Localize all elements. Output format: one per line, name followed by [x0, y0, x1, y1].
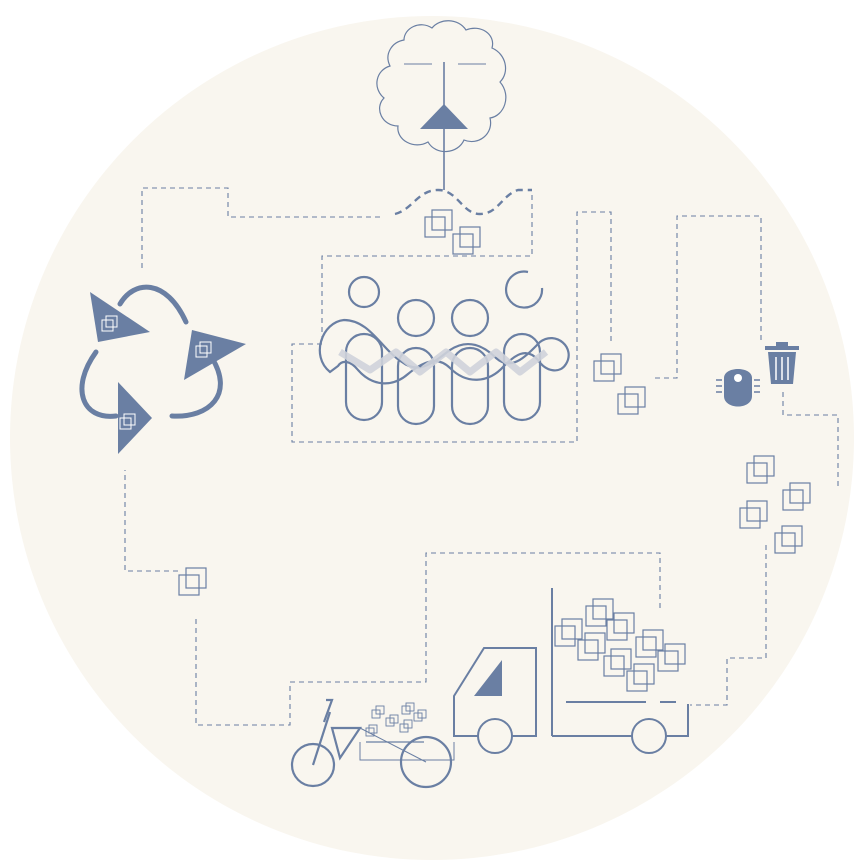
cloud-tree-icon	[376, 20, 507, 190]
dashed-connectors	[124, 187, 839, 726]
recycle-icon	[79, 284, 246, 454]
community-people-icon	[318, 270, 570, 426]
connector-trash-to-boxes	[782, 392, 839, 488]
trash-can-icon	[765, 342, 799, 384]
connector-bike-to-recycle	[124, 470, 178, 572]
connector-community-frame	[291, 211, 612, 443]
delivery-truck-icon	[453, 588, 689, 754]
background-disc	[10, 16, 854, 860]
connector-cloud-to-community	[321, 195, 533, 344]
connector-boxes-to-trash	[655, 215, 762, 379]
wave-connector	[394, 188, 532, 216]
sensor-icon	[716, 369, 760, 407]
connector-truck-to-bike	[195, 552, 661, 726]
cargo-bicycle-icon	[290, 698, 455, 789]
connector-recycle-to-cloud	[141, 187, 382, 268]
connector-boxes-to-truck	[690, 545, 767, 706]
